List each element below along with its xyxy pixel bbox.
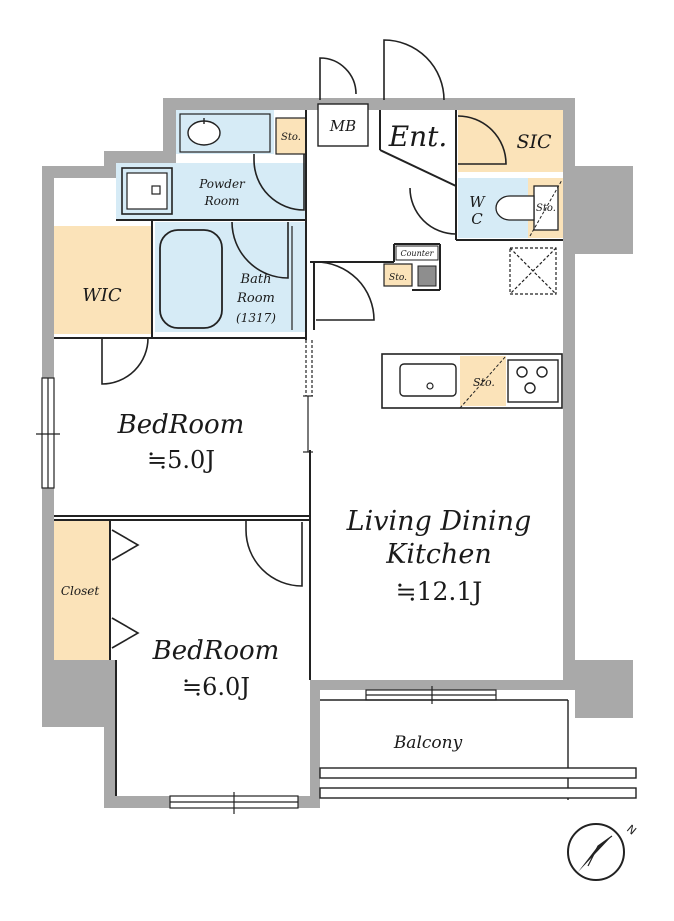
bedroom1-name: BedRoom [117,410,245,440]
sto-kitchen-label: Sto. [473,376,495,389]
kitchen-counter [381,353,563,409]
sic-label: SIC [516,131,552,153]
wic-label: WIC [82,285,122,306]
ldk-label-1: Living Dining [346,506,532,537]
entrance-label: Ent. [388,120,448,153]
bathtub-icon [159,229,223,329]
balcony-label: Balcony [393,733,463,753]
refrigerator-space-icon [509,247,557,295]
closet-area [54,520,110,660]
counter-label: Counter [400,249,434,258]
stove-burner-icon [507,359,559,403]
windows [36,377,497,814]
sto-top-area [275,117,307,155]
labels: MB Ent. SIC Sto. Powder Room W C Sto. Co… [61,117,556,753]
sliding-partition [303,340,313,453]
powder-label-1: Powder [198,177,246,191]
mb-label: MB [329,117,356,135]
fixtures [121,113,563,409]
sto-top-label: Sto. [281,132,301,143]
sto-hall-label: Sto. [389,273,407,283]
outer-walls [42,98,633,808]
counter-box [395,245,439,261]
ldk-size: ≒12.1J [396,577,483,606]
doors [101,39,507,649]
powder-label-2: Room [204,194,240,208]
kitchen-sink-icon [399,363,457,397]
bath-label-2: Room [236,291,275,306]
bath-label-1: Bath [240,272,272,287]
mb-box [317,103,369,147]
interior-walls [54,110,563,796]
compass-north-label: N [624,822,639,837]
wic-area [54,226,152,334]
compass-icon: N [567,822,639,881]
bedroom2-size: ≒6.0J [182,673,250,701]
ldk-label-2: Kitchen [385,539,492,570]
sto-wc-label: Sto. [536,203,556,214]
sto-kitchen-area [460,356,506,406]
bedroom1-size: ≒5.0J [147,446,215,474]
wc-label-w: W [469,193,486,211]
wc-label-c: C [471,210,483,228]
balcony [319,699,637,800]
sic-area [458,110,563,172]
sto-hall-area [383,263,413,287]
sink-basin-icon [187,120,221,146]
closet-label: Closet [61,584,100,598]
counter-shelf [417,265,437,287]
bath-size-label: (1317) [236,311,276,325]
bedroom2-name: BedRoom [152,636,280,666]
